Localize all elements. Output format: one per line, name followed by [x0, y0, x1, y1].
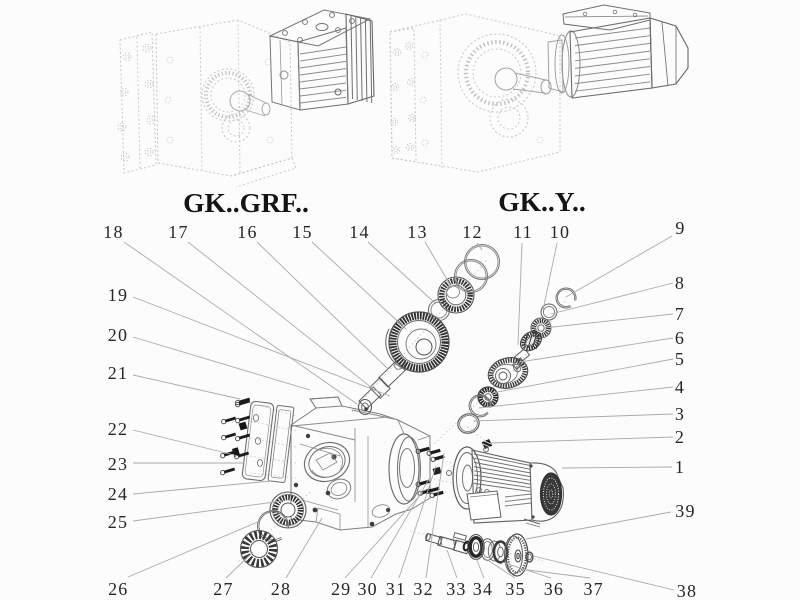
svg-text:11: 11 — [513, 222, 533, 242]
svg-text:7: 7 — [675, 304, 685, 324]
svg-text:20: 20 — [108, 325, 128, 345]
svg-text:34: 34 — [473, 579, 493, 599]
svg-text:23: 23 — [108, 454, 128, 474]
svg-text:39: 39 — [675, 501, 695, 521]
svg-text:3: 3 — [675, 404, 685, 424]
svg-text:2: 2 — [675, 427, 685, 447]
svg-text:38: 38 — [677, 581, 697, 600]
svg-text:24: 24 — [108, 484, 128, 504]
svg-text:26: 26 — [108, 579, 128, 599]
svg-text:10: 10 — [550, 222, 570, 242]
svg-text:GK..Y..: GK..Y.. — [498, 186, 586, 217]
svg-text:19: 19 — [108, 285, 128, 305]
svg-text:30: 30 — [357, 579, 377, 599]
svg-text:28: 28 — [271, 579, 291, 599]
svg-text:32: 32 — [413, 579, 433, 599]
svg-text:25: 25 — [108, 512, 128, 532]
svg-text:1: 1 — [675, 457, 685, 477]
svg-text:4: 4 — [675, 377, 685, 397]
svg-text:29: 29 — [331, 579, 351, 599]
svg-text:12: 12 — [462, 222, 482, 242]
svg-text:13: 13 — [407, 222, 427, 242]
svg-text:8: 8 — [675, 273, 685, 293]
svg-text:35: 35 — [505, 579, 525, 599]
svg-text:22: 22 — [108, 419, 128, 439]
svg-text:36: 36 — [544, 579, 564, 599]
svg-text:33: 33 — [446, 579, 466, 599]
svg-text:18: 18 — [103, 222, 123, 242]
svg-text:21: 21 — [108, 363, 128, 383]
svg-text:15: 15 — [292, 222, 312, 242]
svg-text:16: 16 — [237, 222, 257, 242]
svg-text:31: 31 — [386, 579, 406, 599]
svg-text:GK..GRF..: GK..GRF.. — [183, 187, 309, 218]
svg-text:17: 17 — [168, 222, 188, 242]
svg-text:5: 5 — [675, 349, 685, 369]
svg-text:27: 27 — [213, 579, 233, 599]
svg-text:9: 9 — [675, 218, 685, 238]
svg-text:14: 14 — [349, 222, 369, 242]
svg-text:37: 37 — [583, 579, 603, 599]
svg-text:6: 6 — [675, 328, 685, 348]
